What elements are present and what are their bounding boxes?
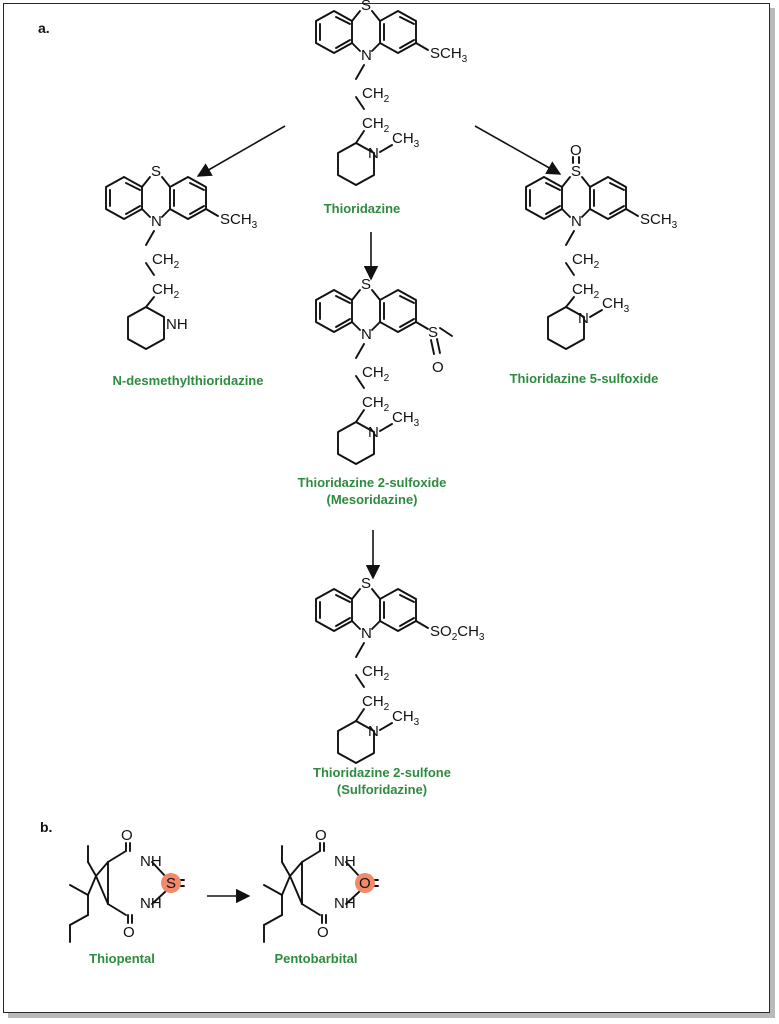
svg-text:NH: NH: [334, 853, 356, 870]
pentobarbital-oxygen-label: O: [359, 875, 371, 892]
sulfoxide2-caption: Thioridazine 2-sulfoxide: [298, 475, 447, 490]
svg-text:N: N: [361, 47, 372, 64]
svg-text:N: N: [368, 723, 379, 740]
sulfoxide2-structure: S N S O CH2 CH2 N CH3: [315, 276, 453, 465]
svg-text:SO2CH3: SO2CH3: [430, 623, 485, 643]
svg-text:CH2: CH2: [572, 251, 600, 271]
svg-text:N: N: [361, 326, 372, 343]
svg-text:CH2: CH2: [152, 251, 180, 271]
svg-text:SCH3: SCH3: [220, 211, 258, 231]
svg-text:S: S: [151, 163, 161, 180]
thioridazine-structure: S N SCH3 CH2 CH2 N CH3: [315, 0, 468, 186]
panel-label-a: a.: [38, 20, 50, 36]
sulfone2-alt-caption: (Sulforidazine): [337, 782, 427, 797]
sulfoxide5-structure: S O N SCH3 CH2 CH2 N CH3: [525, 142, 678, 350]
svg-text:CH2: CH2: [362, 115, 390, 135]
svg-text:O: O: [317, 924, 329, 941]
svg-text:N: N: [151, 213, 162, 230]
desmethyl-caption: N-desmethylthioridazine: [113, 373, 264, 388]
sulfoxide2-alt-caption: (Mesoridazine): [326, 492, 417, 507]
svg-text:SCH3: SCH3: [640, 211, 678, 231]
svg-text:N: N: [368, 145, 379, 162]
svg-text:CH3: CH3: [392, 409, 420, 429]
svg-text:CH3: CH3: [392, 708, 420, 728]
svg-text:CH3: CH3: [602, 295, 630, 315]
sulfoxide5-caption: Thioridazine 5-sulfoxide: [510, 371, 659, 386]
svg-text:N: N: [361, 625, 372, 642]
arrow-to-sulfoxide5: [474, 125, 562, 175]
svg-text:O: O: [123, 924, 135, 941]
svg-text:O: O: [432, 359, 444, 376]
pentobarbital-oxygen-highlight: [355, 873, 375, 893]
svg-text:CH2: CH2: [152, 281, 180, 301]
thiopental-sulfur-highlight: [161, 873, 181, 893]
svg-text:S: S: [571, 163, 581, 180]
svg-text:O: O: [121, 827, 133, 844]
thiopental-sulfur-label: S: [166, 875, 176, 892]
desmethyl-structure: S N SCH3 CH2 CH2 NH: [105, 163, 258, 350]
svg-text:CH3: CH3: [392, 130, 420, 150]
svg-text:NH: NH: [166, 316, 188, 333]
panel-label-b: b.: [40, 819, 52, 835]
svg-text:SCH3: SCH3: [430, 45, 468, 65]
svg-text:CH2: CH2: [362, 693, 390, 713]
svg-text:CH2: CH2: [362, 394, 390, 414]
svg-text:S: S: [361, 276, 371, 293]
arrow-to-desmethyl: [196, 125, 286, 177]
svg-text:N: N: [368, 424, 379, 441]
svg-text:S: S: [361, 575, 371, 592]
sulfone2-structure: S N SO2CH3 CH2 CH2 N CH3: [315, 575, 485, 764]
svg-text:CH2: CH2: [362, 663, 390, 683]
svg-text:S: S: [361, 0, 371, 14]
svg-text:S: S: [428, 324, 438, 341]
svg-text:NH: NH: [334, 895, 356, 912]
svg-text:N: N: [578, 310, 589, 327]
svg-text:O: O: [315, 827, 327, 844]
svg-text:CH2: CH2: [362, 85, 390, 105]
thioridazine-caption: Thioridazine: [324, 201, 401, 216]
pentobarbital-structure: O NH NH O: [263, 827, 379, 943]
svg-text:NH: NH: [140, 895, 162, 912]
thiopental-caption: Thiopental: [89, 951, 155, 966]
sulfone2-caption: Thioridazine 2-sulfone: [313, 765, 451, 780]
svg-text:O: O: [570, 142, 582, 159]
pentobarbital-caption: Pentobarbital: [274, 951, 357, 966]
svg-text:CH2: CH2: [362, 364, 390, 384]
svg-text:N: N: [571, 213, 582, 230]
svg-text:NH: NH: [140, 853, 162, 870]
svg-text:CH2: CH2: [572, 281, 600, 301]
